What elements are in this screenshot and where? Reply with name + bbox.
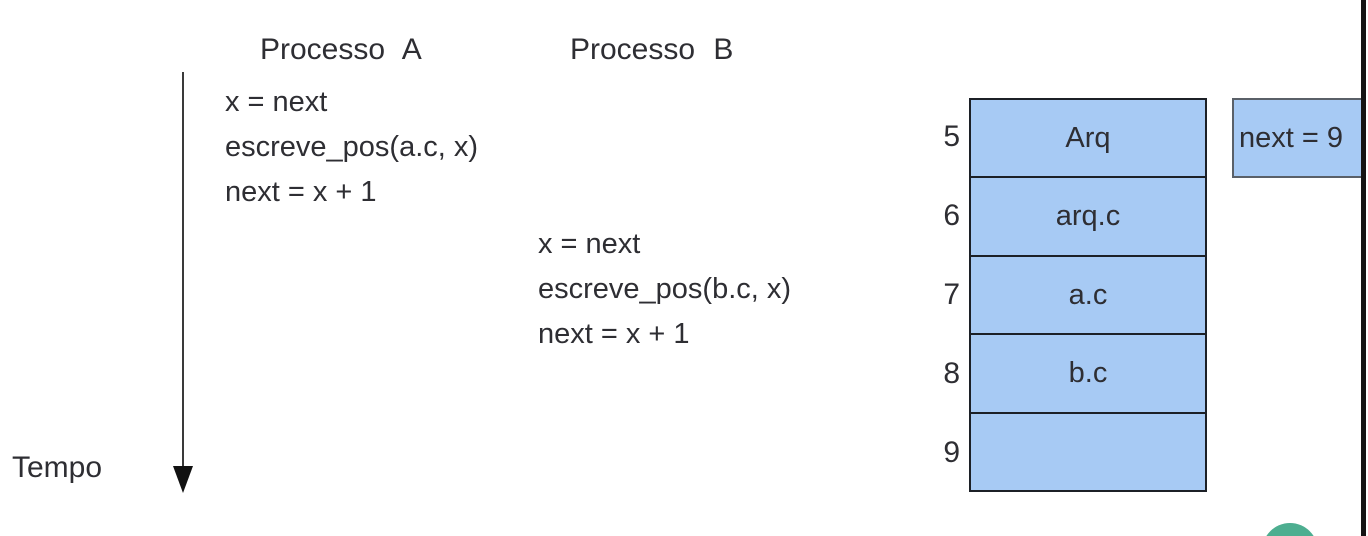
file-position-labels: 5 6 7 8 9 <box>918 98 960 492</box>
floating-bubble-button[interactable] <box>1262 523 1318 536</box>
process-a-header: Processo A <box>260 33 422 66</box>
window-edge-bar <box>1361 0 1366 536</box>
file-position-label: 7 <box>943 277 960 311</box>
process-b-code-line: escreve_pos(b.c, x) <box>538 273 792 305</box>
file-position-label: 6 <box>943 199 960 233</box>
table-row: Arq <box>1065 121 1111 154</box>
next-pointer-box: next = 9 <box>1232 98 1364 178</box>
file-table: Arq arq.c a.c b.c <box>969 98 1207 492</box>
process-b-code-line: x = next <box>538 228 641 260</box>
file-position-label: 9 <box>943 435 960 469</box>
process-a-code-line: next = x + 1 <box>225 176 377 208</box>
table-row <box>971 411 1205 490</box>
table-row: a.c <box>971 254 1205 333</box>
process-a-code: x = next escreve_pos(a.c, x) next = x + … <box>225 80 478 215</box>
down-arrow-icon <box>173 466 193 493</box>
time-axis-line <box>182 72 184 468</box>
time-axis-label: Tempo <box>12 451 103 484</box>
process-b-code: x = next escreve_pos(b.c, x) next = x + … <box>538 222 791 357</box>
process-b-code-line: next = x + 1 <box>538 318 690 350</box>
table-row: b.c <box>971 333 1205 411</box>
file-position-label: 5 <box>943 120 960 154</box>
process-b-header: Processo B <box>570 33 734 66</box>
process-a-code-line: x = next <box>225 86 328 118</box>
process-a-code-line: escreve_pos(a.c, x) <box>225 131 479 163</box>
file-position-label: 8 <box>943 356 960 390</box>
table-row: arq.c <box>971 176 1205 254</box>
